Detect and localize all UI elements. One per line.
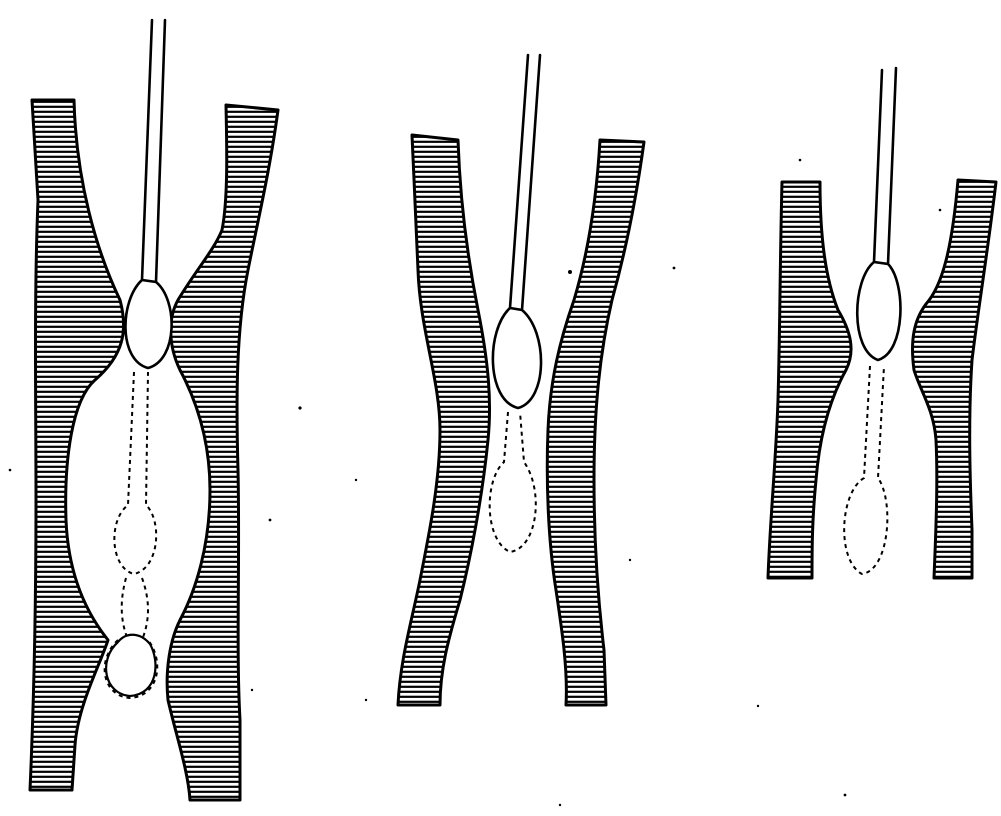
- left-panel-capillary-tube: [142, 20, 165, 282]
- left-panel-ghost-drop-upper: [114, 372, 156, 574]
- middle-panel-left-wall: [398, 135, 490, 705]
- left-panel-drop: [125, 280, 171, 368]
- right-panel-drop: [857, 262, 900, 360]
- left-panel-right-wall: [167, 105, 278, 800]
- middle-panel-drop: [493, 308, 541, 408]
- right-panel-left-wall: [768, 182, 851, 578]
- left-panel-falling-drop: [106, 635, 155, 696]
- middle-panel-capillary-tube: [510, 55, 540, 310]
- panel-middle: [398, 55, 644, 705]
- right-panel-right-wall: [913, 180, 997, 578]
- panel-right: [768, 68, 996, 578]
- panel-left: [30, 20, 278, 800]
- right-panel-ghost-drop: [844, 366, 887, 574]
- left-panel-ghost-neck: [122, 578, 148, 640]
- middle-panel-ghost-drop: [490, 412, 536, 552]
- right-panel-capillary-tube: [874, 68, 896, 264]
- middle-panel-right-wall: [547, 140, 644, 705]
